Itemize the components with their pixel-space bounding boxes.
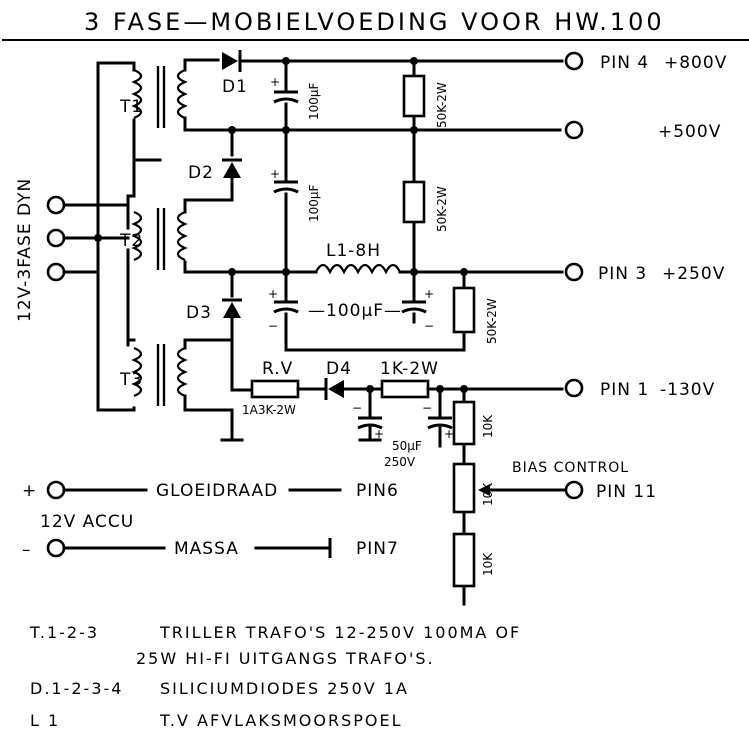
- input-terminal-1: [46, 195, 66, 215]
- r2-label: 50K-2W: [435, 186, 449, 232]
- c3-label: —100µF—: [308, 301, 402, 321]
- svg-text:−: −: [422, 401, 432, 415]
- svg-text:+: +: [444, 427, 454, 441]
- massa-label: MASSA: [174, 539, 239, 559]
- note-1-text: TRILLER TRAFO'S 12-250V 100MA OF: [159, 623, 521, 642]
- svg-text:+: +: [268, 287, 278, 301]
- accu-minus: –: [22, 540, 32, 560]
- svg-text:−: −: [424, 319, 434, 333]
- output-pin-800v: PIN 4: [600, 53, 649, 73]
- output-terminal-250v: [564, 262, 584, 282]
- resistor-r3: 50K-2W: [452, 286, 499, 344]
- schematic-title: 3 FASE—MOBIELVOEDING VOOR HW.100: [84, 8, 665, 36]
- input-terminal-2: [46, 228, 66, 248]
- resistor-r2: 50K-2W: [402, 180, 449, 232]
- diode-d3: D3: [186, 298, 242, 323]
- resistor-series: 1K-2W: [380, 359, 439, 399]
- diode-d2: D2: [188, 158, 242, 183]
- bias-pin-label: PIN 11: [596, 482, 657, 502]
- capacitor-c2: + 100µF: [270, 167, 321, 222]
- t1-label: T1: [119, 97, 143, 117]
- capacitor-c1: + 100µF: [270, 75, 321, 120]
- resistor-rv: R.V 1A3K-2W: [242, 359, 300, 417]
- r-series-label: 1K-2W: [380, 359, 439, 379]
- output-terminal-130v: [564, 378, 584, 398]
- c2-label: 100µF: [307, 184, 321, 222]
- c1-label: 100µF: [307, 82, 321, 120]
- inductor-l1: L1-8H: [315, 241, 401, 275]
- bias-terminal: [564, 480, 584, 500]
- input-label: 12V-3FASE DYN: [15, 178, 35, 322]
- diode-d1: D1: [222, 50, 248, 97]
- c4-label: 50µF: [392, 439, 422, 453]
- capacitor-c3: + − + − —100µF—: [268, 287, 434, 333]
- output-voltage-130v: -130V: [660, 380, 715, 400]
- note-4-ref: L 1: [30, 711, 60, 730]
- r-b3-label: 10K: [481, 552, 495, 576]
- d4-label: D4: [326, 359, 352, 379]
- accu-label: 12V ACCU: [40, 512, 134, 532]
- output-pin-250v: PIN 3: [598, 264, 647, 284]
- output-terminal-800v: [564, 51, 584, 71]
- gloeidraad-pin: PIN6: [356, 481, 399, 501]
- resistor-bias-1: 10K: [452, 400, 495, 446]
- accu-plus-terminal: [46, 480, 66, 500]
- d2-label: D2: [188, 163, 214, 183]
- accu-plus: +: [22, 481, 37, 501]
- transformer-t1: T1: [119, 66, 188, 128]
- svg-text:−: −: [352, 401, 362, 415]
- output-pin-130v: PIN 1: [600, 380, 649, 400]
- note-4-text: T.V AFVLAKSMOORSPOEL: [159, 711, 403, 730]
- note-1-ref: T.1-2-3: [29, 623, 99, 642]
- r-b1-label: 10K: [481, 414, 495, 438]
- output-terminal-500v: [564, 120, 584, 140]
- capacitor-c4b: − +: [422, 401, 454, 441]
- transformer-t2: T2: [119, 208, 188, 270]
- r3-label: 50K-2W: [485, 298, 499, 344]
- t3-label: T3: [119, 370, 143, 390]
- note-3-text: SILICIUMDIODES 250V 1A: [160, 679, 409, 698]
- svg-text:+: +: [374, 427, 384, 441]
- accu-minus-terminal: [46, 538, 66, 558]
- svg-text:+: +: [270, 75, 280, 89]
- note-2-text: 25W HI-FI UITGANGS TRAFO'S.: [136, 649, 435, 668]
- diode-d4: D4: [324, 359, 352, 400]
- c4-voltage: 250V: [384, 455, 416, 469]
- input-terminal-3: [46, 262, 66, 282]
- bias-control-label: BIAS CONTROL: [512, 460, 629, 476]
- output-voltage-800v: +800V: [664, 53, 727, 73]
- output-voltage-250v: +250V: [662, 264, 725, 284]
- note-3-ref: D.1-2-3-4: [30, 679, 123, 698]
- d3-label: D3: [186, 303, 212, 323]
- transformer-t3: T3: [119, 344, 188, 406]
- capacitor-c4a: − +: [352, 401, 384, 441]
- gloeidraad-label: GLOEIDRAAD: [156, 481, 278, 501]
- inductor-label: L1-8H: [326, 241, 381, 261]
- d1-label: D1: [222, 77, 248, 97]
- svg-text:+: +: [270, 167, 280, 181]
- resistor-r1: 50K-2W: [402, 74, 449, 128]
- rv-value: 1A3K-2W: [242, 403, 296, 417]
- output-voltage-500v: +500V: [658, 122, 721, 142]
- massa-pin: PIN7: [356, 539, 399, 559]
- resistor-bias-3: 10K: [452, 532, 495, 588]
- svg-text:+: +: [424, 287, 434, 301]
- r1-label: 50K-2W: [435, 82, 449, 128]
- rv-label: R.V: [262, 359, 293, 379]
- t2-label: T2: [119, 231, 143, 251]
- svg-text:−: −: [268, 319, 278, 333]
